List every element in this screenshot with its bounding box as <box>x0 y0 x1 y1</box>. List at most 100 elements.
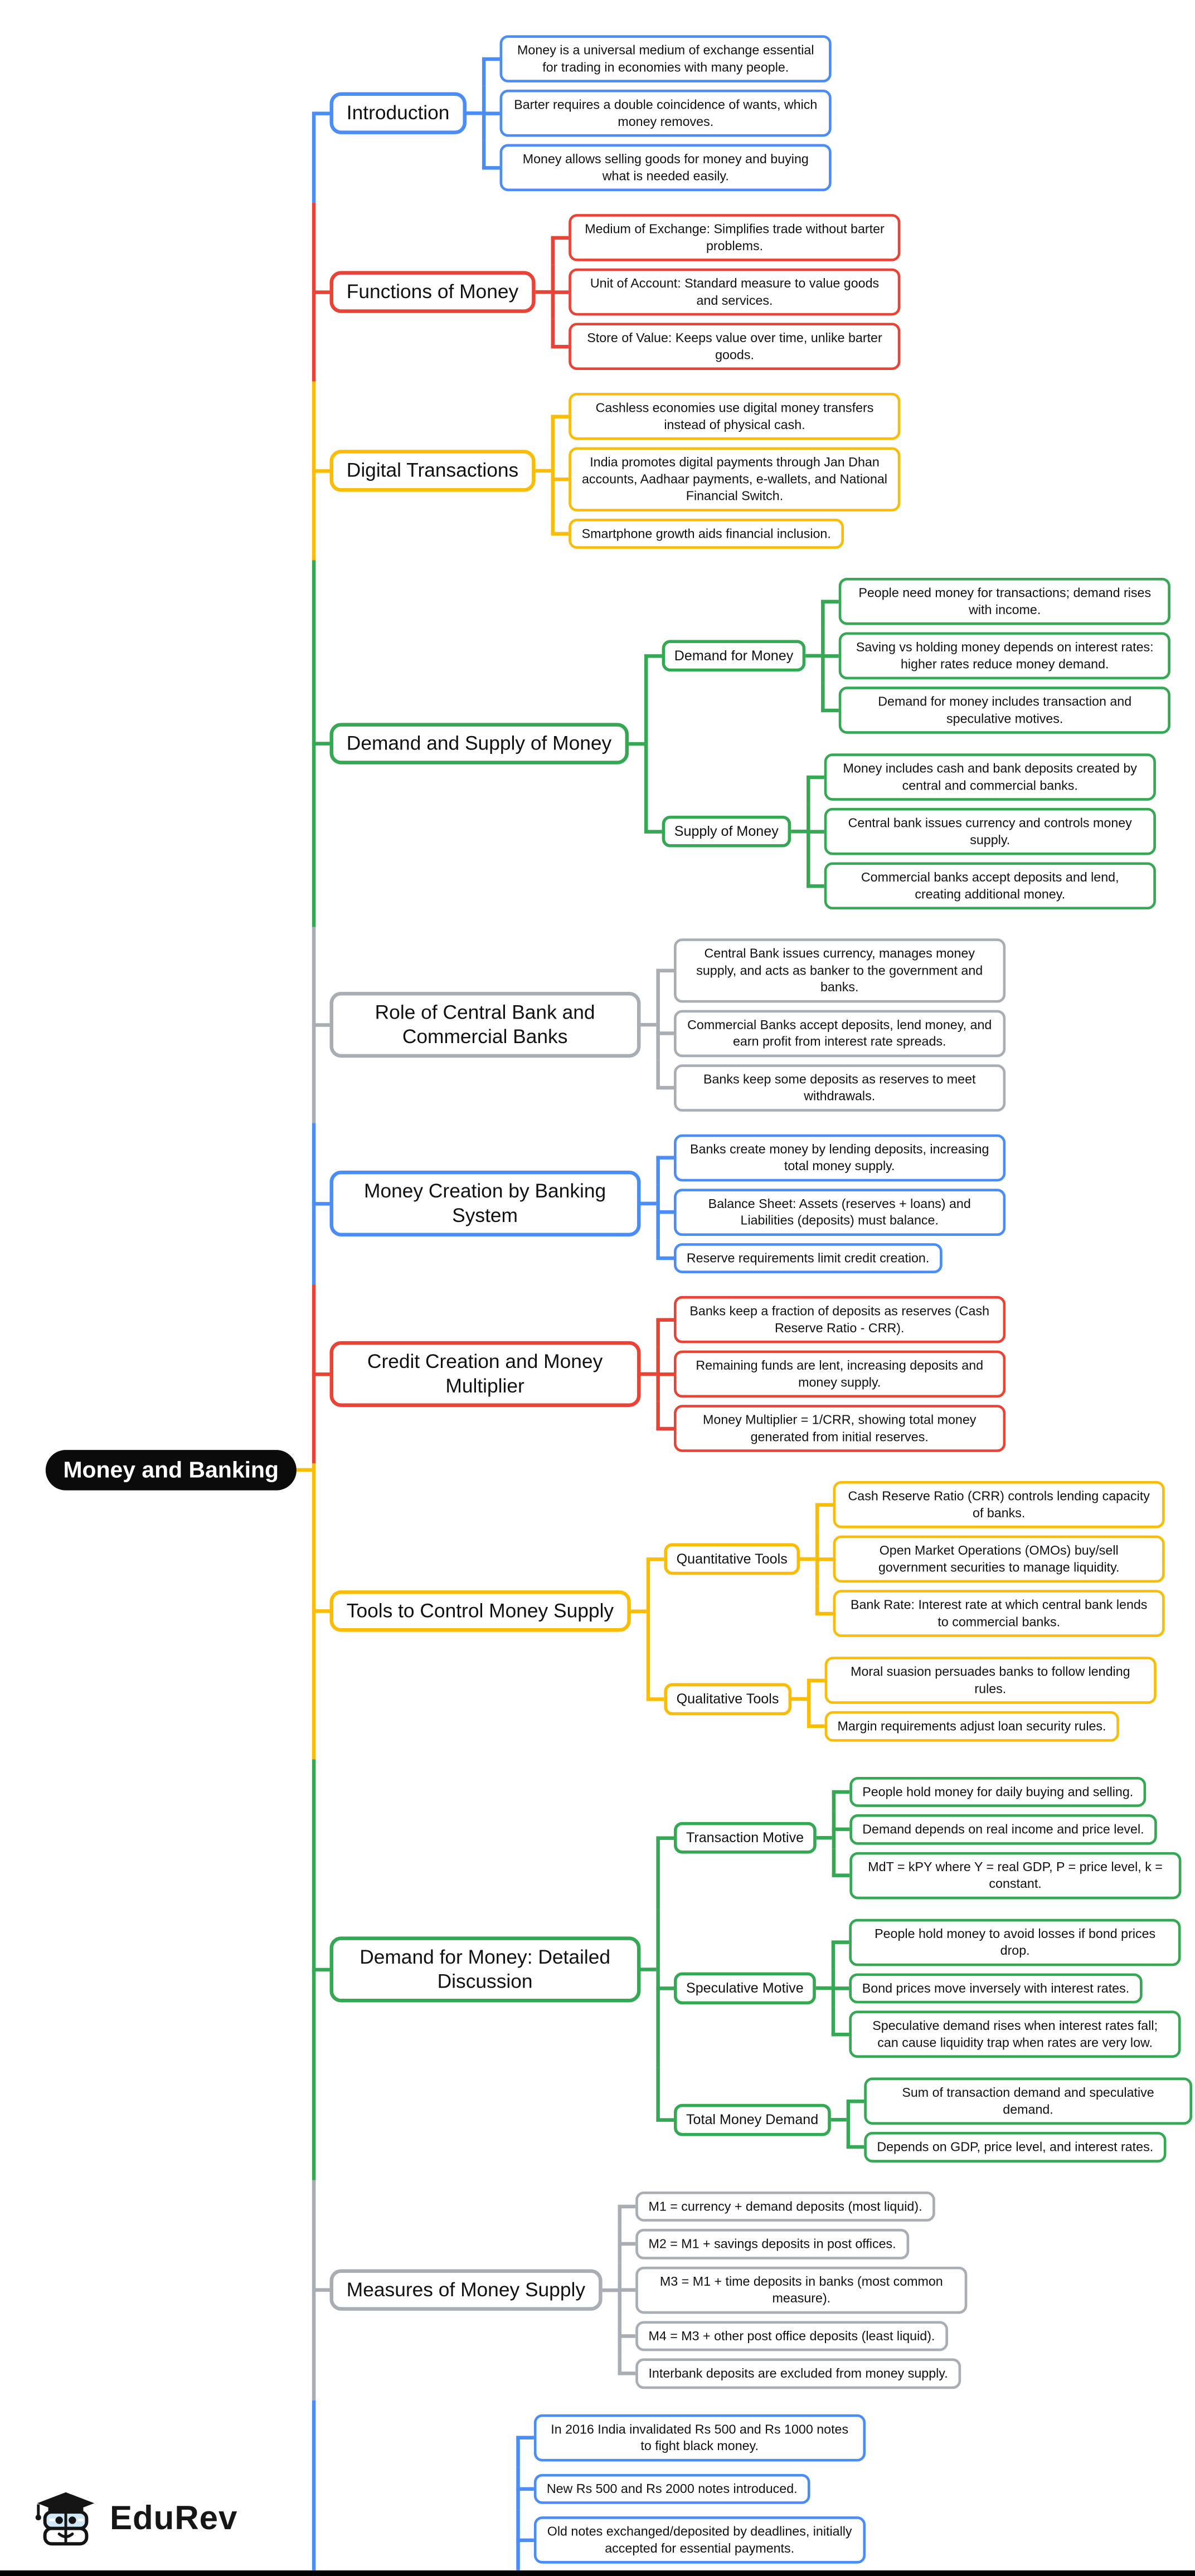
leaf-row: Banks keep some deposits as reserves to … <box>656 1060 1005 1115</box>
children-list: M1 = currency + demand deposits (most li… <box>618 2188 968 2392</box>
subtopic-row: Transaction Motive People hold money for … <box>655 1767 1192 1909</box>
leaf-row: Sum of transaction demand and speculativ… <box>846 2074 1192 2129</box>
subtopic-row: Supply of Money Money includes cash and b… <box>644 743 1170 919</box>
leaf-row: Margin requirements adjust loan security… <box>807 1707 1156 1745</box>
leaf-row: Barter requires a double coincidence of … <box>482 86 832 141</box>
leaf-node: Money allows selling goods for money and… <box>499 144 832 192</box>
connector <box>830 2118 847 2122</box>
leaf-node: Interbank deposits are excluded from mon… <box>635 2358 961 2389</box>
leaf-row: New Rs 500 and Rs 2000 notes introduced. <box>516 2467 1083 2510</box>
leaf-node: People need money for transactions; dema… <box>839 577 1171 625</box>
leaf-node: Balance Sheet: Assets (reserves + loans)… <box>673 1188 1005 1236</box>
connector <box>628 742 644 746</box>
children-list: Sum of transaction demand and speculativ… <box>846 2074 1192 2166</box>
subtopic-node: Quantitative Tools <box>664 1543 800 1575</box>
leaf-node: M4 = M3 + other post office deposits (le… <box>635 2321 948 2351</box>
leaf-row: Balance Sheet: Assets (reserves + loans)… <box>656 1185 1005 1240</box>
leaf-node: Smartphone growth aids financial inclusi… <box>569 518 844 549</box>
leaf-node: Commercial banks accept deposits and len… <box>824 862 1156 910</box>
connector <box>535 290 551 294</box>
leaf-node: Store of Value: Keeps value over time, u… <box>569 323 901 371</box>
leaf-row: People hold money for daily buying and s… <box>832 1773 1181 1810</box>
leaf-row: Smartphone growth aids financial inclusi… <box>551 514 900 552</box>
leaf-node: M1 = currency + demand deposits (most li… <box>635 2191 935 2222</box>
leaf-row: Interbank deposits are excluded from mon… <box>618 2354 967 2392</box>
children-list: In 2016 India invalidated Rs 500 and Rs … <box>516 2408 1083 2576</box>
children-list: Money is a universal medium of exchange … <box>482 32 832 195</box>
leaf-node: Central bank issues currency and control… <box>824 807 1156 855</box>
leaf-row: Speculative demand rises when interest r… <box>831 2007 1181 2062</box>
leaf-node: Bank Rate: Interest rate at which centra… <box>833 1590 1165 1637</box>
leaf-row: Demand for money includes transaction an… <box>821 683 1171 738</box>
leaf-row: Saving vs holding money depends on inter… <box>821 629 1171 683</box>
leaf-row: M1 = currency + demand deposits (most li… <box>618 2188 967 2225</box>
children-list: Banks create money by lending deposits, … <box>656 1131 1005 1277</box>
branch-node: Demand and Supply of Money <box>329 723 629 764</box>
leaf-node: Money includes cash and bank deposits cr… <box>824 753 1156 801</box>
leaf-row: Money is a universal medium of exchange … <box>482 32 832 86</box>
connector <box>535 469 551 473</box>
leaf-node: People hold money to avoid losses if bon… <box>849 1918 1181 1966</box>
leaf-node: Demand for money includes transaction an… <box>839 686 1171 734</box>
connector <box>816 1835 832 1840</box>
leaf-row: Central Bank issues currency, manages mo… <box>656 935 1005 1006</box>
leaf-node: Money is a universal medium of exchange … <box>499 35 832 82</box>
leaf-row: Reserve requirements limit credit creati… <box>656 1239 1005 1277</box>
leaf-row: M3 = M1 + time deposits in banks (most c… <box>618 2262 968 2317</box>
leaf-node: Barter requires a double coincidence of … <box>499 89 832 137</box>
connector <box>640 1023 657 1027</box>
leaf-row: Open Market Operations (OMOs) buy/sell g… <box>815 1532 1165 1586</box>
leaf-row: M2 = M1 + savings deposits in post offic… <box>618 2225 967 2263</box>
leaf-row: Cashless economies use digital money tra… <box>551 389 901 444</box>
branch-row: Introduction Money is a universal medium … <box>312 24 1192 203</box>
leaf-node: Remaining funds are lent, increasing dep… <box>673 1350 1005 1398</box>
leaf-row: People need money for transactions; dema… <box>821 574 1171 629</box>
leaf-row: Moral suasion persuades banks to follow … <box>807 1653 1157 1708</box>
leaf-row: Money allows selling goods for money and… <box>482 140 832 195</box>
children-list: People hold money for daily buying and s… <box>832 1773 1182 1903</box>
leaf-row: Unit of Account: Standard measure to val… <box>551 265 901 319</box>
leaf-row: Depends on GDP, price level, and interes… <box>846 2128 1192 2166</box>
leaf-node: Commercial Banks accept deposits, lend m… <box>673 1010 1005 1057</box>
subtopic-node: Transaction Motive <box>673 1822 817 1854</box>
branch-row: DemonetisationIn 2016 India invalidated … <box>312 2400 1192 2576</box>
children-list: Cashless economies use digital money tra… <box>551 389 901 552</box>
subtopic-row: Speculative Motive People hold money to a… <box>655 1908 1192 2068</box>
children-list: Transaction Motive People hold money for … <box>655 1767 1192 2172</box>
subtopic-node: Speculative Motive <box>673 1972 817 2004</box>
connector <box>640 1968 657 1971</box>
leaf-node: Sum of transaction demand and speculativ… <box>864 2077 1192 2125</box>
leaf-row: Bank Rate: Interest rate at which centra… <box>815 1586 1165 1641</box>
leaf-row: Demand depends on real income and price … <box>832 1810 1181 1848</box>
children-list: Banks keep a fraction of deposits as res… <box>656 1292 1005 1455</box>
connector <box>791 829 807 834</box>
edurev-wordmark: EduRev <box>110 2499 238 2536</box>
leaf-node: M3 = M1 + time deposits in banks (most c… <box>635 2266 968 2314</box>
branch-node: Introduction <box>329 92 467 134</box>
leaf-node: In 2016 India invalidated Rs 500 and Rs … <box>533 2414 866 2462</box>
leaf-node: India promotes digital payments through … <box>569 447 901 512</box>
branch-node: Credit Creation and Money Multiplier <box>329 1341 641 1407</box>
children-list: Quantitative Tools Cash Reserve Ratio (CR… <box>646 1471 1165 1751</box>
leaf-row: In 2016 India invalidated Rs 500 and Rs … <box>516 2408 1083 2468</box>
connector <box>467 111 483 115</box>
connector <box>640 1372 657 1376</box>
leaf-row: Medium of Exchange: Simplifies trade wit… <box>551 211 901 265</box>
leaf-node: Cashless economies use digital money tra… <box>569 392 901 440</box>
subtopic-node: Supply of Money <box>662 815 791 848</box>
connector <box>800 1557 815 1561</box>
leaf-node: Cash Reserve Ratio (CRR) controls lendin… <box>833 1481 1165 1528</box>
leaf-row: Money includes cash and bank deposits cr… <box>807 750 1156 805</box>
children-list: People need money for transactions; dema… <box>821 574 1171 738</box>
leaf-node: Demand depends on real income and price … <box>849 1814 1157 1845</box>
leaf-node: Banks create money by lending deposits, … <box>673 1134 1005 1181</box>
leaf-row: Old notes exchanged/deposited by deadlin… <box>516 2510 1083 2570</box>
leaf-node: MdT = kPY where Y = real GDP, P = price … <box>849 1852 1182 1899</box>
